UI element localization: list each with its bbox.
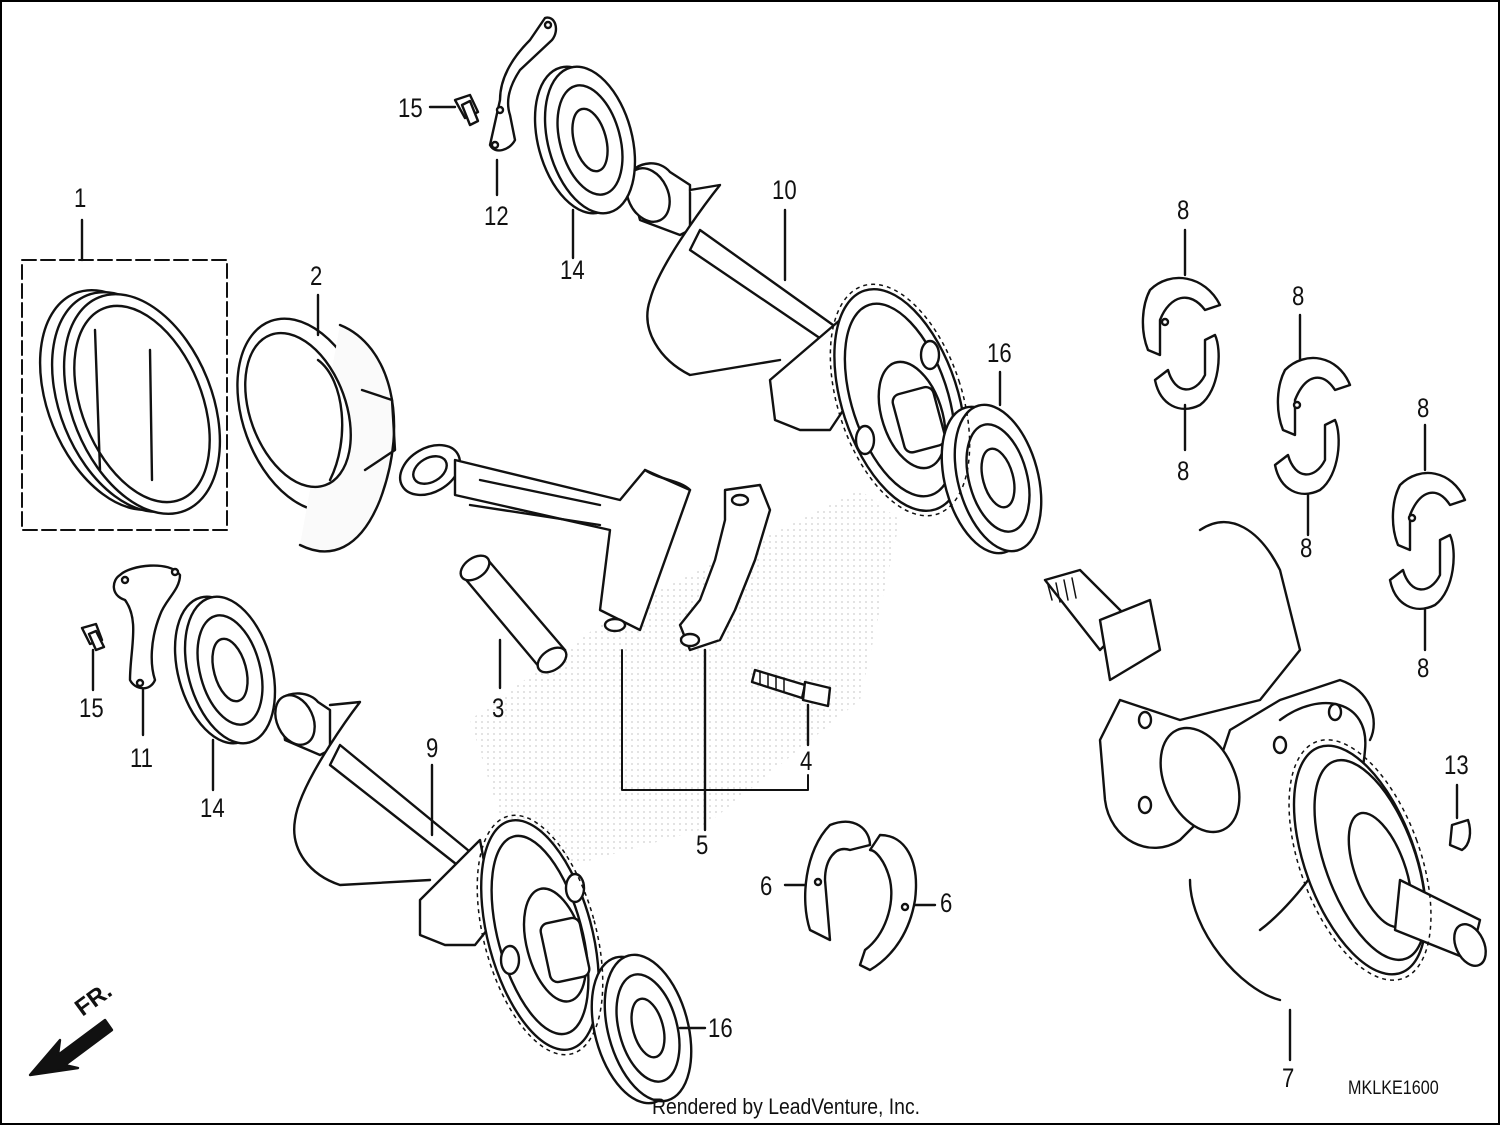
rod-bolt <box>750 668 832 708</box>
watermark-shading <box>470 490 900 880</box>
render-credit: Rendered by LeadVenture, Inc. <box>652 1094 921 1119</box>
ring-set-box <box>21 259 228 531</box>
callout-8-e: 8 <box>1417 393 1430 423</box>
callout-8-b: 8 <box>1177 456 1190 486</box>
piston-pin <box>459 554 568 674</box>
upper-bearing-holder <box>488 16 558 152</box>
woodruff-key <box>1448 818 1472 852</box>
upper-bolt <box>453 93 480 127</box>
callout-7: 7 <box>1282 1063 1295 1093</box>
callout-6-left: 6 <box>760 871 773 901</box>
piston-ring-set <box>38 288 222 516</box>
callout-15-lower: 15 <box>79 693 104 723</box>
front-arrow-icon <box>28 1018 114 1077</box>
bearing-shells-8-right <box>1388 471 1467 610</box>
upper-bearing <box>533 65 637 215</box>
callout-16-lower: 16 <box>708 1013 733 1043</box>
callout-6-right: 6 <box>940 888 953 918</box>
callout-14-upper: 14 <box>560 255 585 285</box>
callout-8-a: 8 <box>1177 195 1190 225</box>
lower-balancer-shaft <box>274 692 600 1051</box>
upper-right-bearing <box>940 403 1043 555</box>
lower-right-bearing <box>590 953 693 1105</box>
callout-9: 9 <box>426 733 439 763</box>
callout-12: 12 <box>484 201 509 231</box>
callout-10: 10 <box>772 175 797 205</box>
upper-balancer-shaft <box>625 162 967 513</box>
callout-16-upper: 16 <box>987 338 1012 368</box>
lower-bearing-holder <box>112 564 182 690</box>
callout-5: 5 <box>696 830 709 860</box>
rod-cap <box>678 483 772 652</box>
callout-8-d: 8 <box>1300 533 1313 563</box>
bearing-shells-8-middle <box>1273 356 1352 495</box>
callout-8-f: 8 <box>1417 653 1430 683</box>
connecting-rod <box>398 443 692 633</box>
callout-13: 13 <box>1444 750 1469 780</box>
lower-bolt <box>80 622 106 652</box>
callout-14-lower: 14 <box>200 793 225 823</box>
bearing-shells-6 <box>804 820 918 972</box>
callout-2: 2 <box>310 261 323 291</box>
callout-8-c: 8 <box>1292 281 1305 311</box>
lower-bearing <box>173 595 277 745</box>
callout-4: 4 <box>800 746 813 776</box>
callout-15-upper: 15 <box>398 93 423 123</box>
drawing-code: MKLKE1600 <box>1348 1078 1439 1099</box>
bearing-shells-8-left <box>1141 276 1222 410</box>
callout-3: 3 <box>492 693 505 723</box>
callout-1: 1 <box>74 183 87 213</box>
callout-11: 11 <box>130 743 153 773</box>
piston <box>236 317 397 553</box>
crankshaft <box>1043 520 1487 1002</box>
